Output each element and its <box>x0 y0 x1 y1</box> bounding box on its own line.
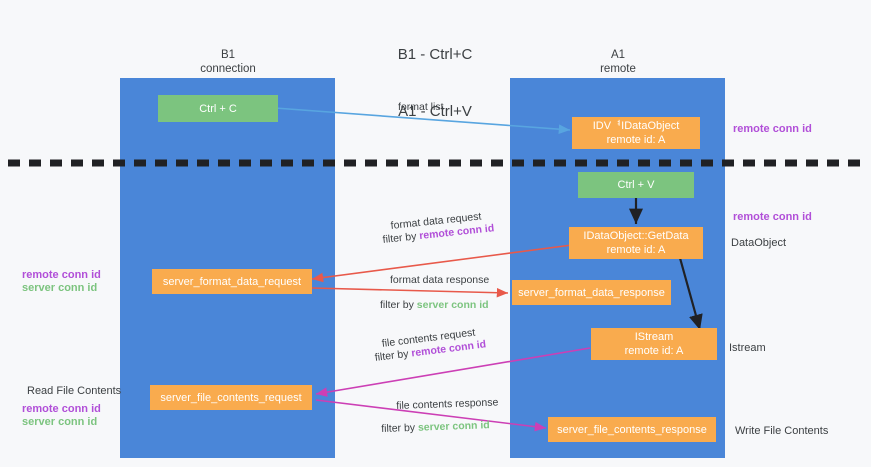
edge-label-file-contents-response-filter: filter by server conn id <box>381 418 490 436</box>
column-header-a1-name: A1 <box>610 49 626 61</box>
edge-label-file-contents-request-filter-prefix: filter by <box>374 347 413 364</box>
column-header-b1-name: B1 <box>220 49 236 61</box>
node-idataobject[interactable]: IDVᅧIDataObject remote id: A <box>572 117 700 149</box>
edge-label-file-contents-response-text: file contents response <box>396 396 499 412</box>
edge-label-format-data-response: format data response <box>390 273 489 287</box>
edge-format-data-response <box>311 287 509 298</box>
node-ctrl-c[interactable]: Ctrl + C <box>158 95 278 122</box>
column-header-a1-sub: remote <box>600 63 636 75</box>
left-label-remote-conn-id: remote conn id <box>22 269 101 281</box>
node-istream[interactable]: IStream remote id: A <box>591 328 717 360</box>
node-getdata-label: IDataObject::GetData <box>583 230 689 242</box>
right-label-dataobject: DataObject <box>731 237 787 249</box>
node-server-format-data-request-label: server_format_data_request <box>162 275 302 288</box>
right-label-remote-conn-id-mid: remote conn id <box>733 211 812 223</box>
edge-label-format-data-request-filter-prefix: filter by <box>382 230 420 246</box>
left-label-read-file-contents: Read File Contents <box>27 385 122 397</box>
edge-label-file-contents-response: file contents response <box>396 395 499 413</box>
edge-label-format-data-response-text: format data response <box>390 274 490 286</box>
node-server-format-data-response-label: server_format_data_response <box>518 286 665 299</box>
node-getdata-sub: remote id: A <box>606 244 666 256</box>
node-ctrl-c-label: Ctrl + C <box>199 102 237 115</box>
node-server-file-contents-request-label: server_file_contents_request <box>160 391 302 404</box>
node-server-format-data-response[interactable]: server_format_data_response <box>512 280 671 305</box>
right-label-write-file-contents: Write File Contents <box>735 425 829 437</box>
node-istream-label: IStream <box>634 331 674 343</box>
page-title: B1 - Ctrl+C A1 - Ctrl+V <box>335 7 535 159</box>
node-idataobject-sub: remote id: A <box>606 134 666 146</box>
node-istream-sub: remote id: A <box>624 345 684 357</box>
left-label-server-conn-id: server conn id <box>22 282 98 294</box>
node-ctrl-v-label: Ctrl + V <box>617 179 655 191</box>
edge-label-format-data-response-filter: filter by server conn id <box>380 298 489 312</box>
right-label-remote-conn-id-top: remote conn id <box>733 123 812 135</box>
column-header-b1: B1 connection <box>148 48 308 76</box>
edge-label-format-data-response-filter-prefix: filter by <box>380 299 417 311</box>
node-getdata[interactable]: IDataObject::GetData remote id: A <box>569 227 703 259</box>
page-title-line-1: B1 - Ctrl+C <box>397 46 473 63</box>
node-server-format-data-request[interactable]: server_format_data_request <box>152 269 312 294</box>
column-header-b1-sub: connection <box>200 63 256 75</box>
node-idataobject-label: IDVᅧIDataObject <box>592 120 680 132</box>
node-server-file-contents-response-label: server_file_contents_response <box>557 423 707 436</box>
column-header-a1: A1 remote <box>538 48 698 76</box>
edge-label-format-list: format list <box>398 100 444 114</box>
left-label-server-conn-id-2: server conn id <box>22 416 98 428</box>
edge-label-file-contents-response-filter-key: server conn id <box>417 419 490 434</box>
left-label-remote-conn-id-2: remote conn id <box>22 403 101 415</box>
node-ctrl-v[interactable]: Ctrl + V <box>578 172 694 198</box>
node-server-file-contents-request[interactable]: server_file_contents_request <box>150 385 312 410</box>
edge-label-format-data-response-filter-key: server conn id <box>416 299 489 311</box>
edge-label-format-list-text: format list <box>398 101 444 113</box>
node-server-file-contents-response[interactable]: server_file_contents_response <box>548 417 716 442</box>
edge-label-file-contents-response-filter-prefix: filter by <box>381 421 419 435</box>
right-label-istream: Istream <box>729 342 766 354</box>
